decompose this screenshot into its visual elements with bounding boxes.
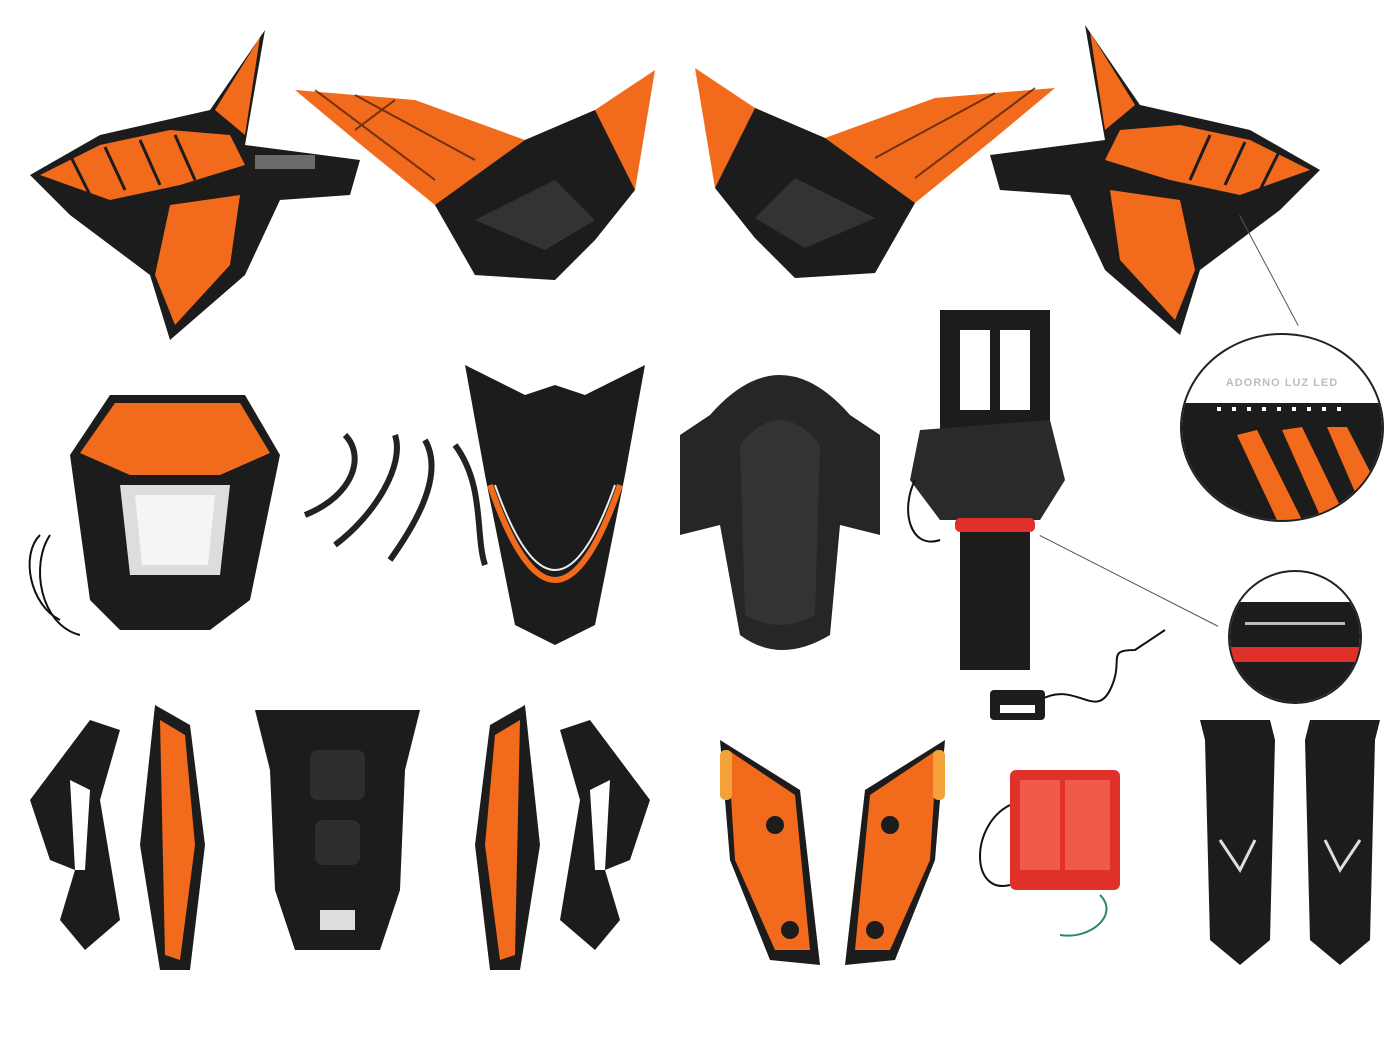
left-hand-guard-with-indicator — [720, 740, 820, 965]
right-grab-handle — [555, 720, 650, 950]
callout-led-strip: ADORNO LUZ LED — [1180, 333, 1384, 522]
rear-tail-light — [970, 765, 1145, 945]
right-rear-side-panel — [475, 705, 545, 970]
headlight-mask — [20, 385, 280, 640]
left-grab-handle — [30, 720, 125, 950]
left-fork-guard — [1200, 720, 1275, 965]
right-tank-shroud — [985, 20, 1320, 335]
callout-label: ADORNO LUZ LED — [1225, 377, 1339, 389]
left-side-panel-upper — [295, 70, 660, 280]
right-hand-guard-with-indicator — [845, 740, 945, 965]
tail-tidy-rear-fender — [900, 300, 1075, 680]
callout-tail-light — [1228, 570, 1362, 704]
right-fork-guard — [1305, 720, 1380, 965]
left-tank-shroud — [30, 25, 365, 340]
license-plate-light — [985, 620, 1170, 730]
right-side-panel-upper — [690, 68, 1055, 278]
front-fender-beak — [455, 365, 655, 645]
seat-cowl-tail — [255, 710, 420, 965]
front-mud-fender — [670, 355, 890, 660]
wiring-brackets — [295, 425, 490, 570]
left-rear-side-panel — [135, 705, 205, 970]
